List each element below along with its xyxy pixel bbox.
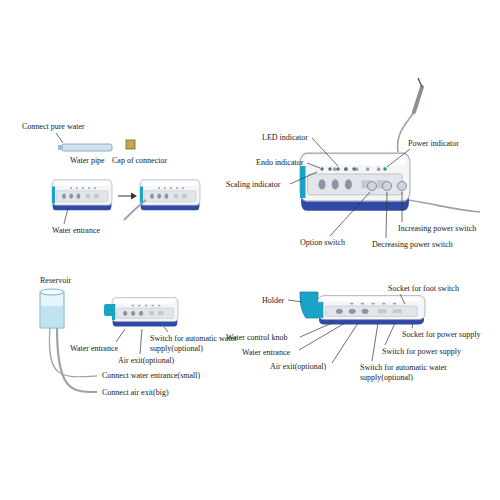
callout-label: Switch for automatic water supply(option… <box>360 363 460 382</box>
callout-label: Endo indicator <box>256 158 303 168</box>
callout-label: Water entrance <box>70 344 118 354</box>
callout-label: Reservoir <box>40 276 71 286</box>
reservoir <box>40 289 64 328</box>
callout-label: Switch for power supply <box>382 347 461 357</box>
scaler-main-unit <box>300 78 480 212</box>
callout-label: Water entrance <box>242 348 290 358</box>
leader-lines <box>290 138 410 238</box>
callout-label: Cap of connector <box>112 156 167 166</box>
callout-label: Holder <box>262 296 284 306</box>
scaler-unit <box>112 298 178 327</box>
callout-label: Decreasing power switch <box>372 240 453 250</box>
callout-label: Connect water entrance(small) <box>102 371 200 381</box>
callout-label: Socket for foot switch <box>388 284 459 294</box>
water-pipe <box>58 144 112 151</box>
reservoir-connector <box>104 304 113 316</box>
callout-label: Scaling indicator <box>226 180 280 190</box>
callout-label: Power indicator <box>408 139 459 149</box>
scaler-unit <box>318 296 425 325</box>
callout-label: LED indicator <box>262 133 308 143</box>
connector-cap <box>126 140 135 149</box>
callout-label: Air exit(optional) <box>118 356 174 366</box>
callout-label: Socket for power supply <box>402 330 480 340</box>
callout-label: Water entrance <box>52 226 100 236</box>
callout-label: Increasing power switch <box>398 224 476 234</box>
callout-label: Option switch <box>300 238 345 248</box>
callout-label: Water control knob <box>226 333 288 343</box>
callout-label: Water pipe <box>70 156 105 166</box>
callout-label: Air exit(optional) <box>270 362 326 372</box>
callout-label: Connect air exit(big) <box>102 388 169 398</box>
scaler-unit <box>52 180 112 211</box>
handpiece-holder <box>300 292 318 318</box>
callout-label: Connect pure water <box>22 122 85 132</box>
scaler-unit <box>140 180 200 211</box>
callout-label: Switch for automatic water supply(option… <box>150 334 238 353</box>
